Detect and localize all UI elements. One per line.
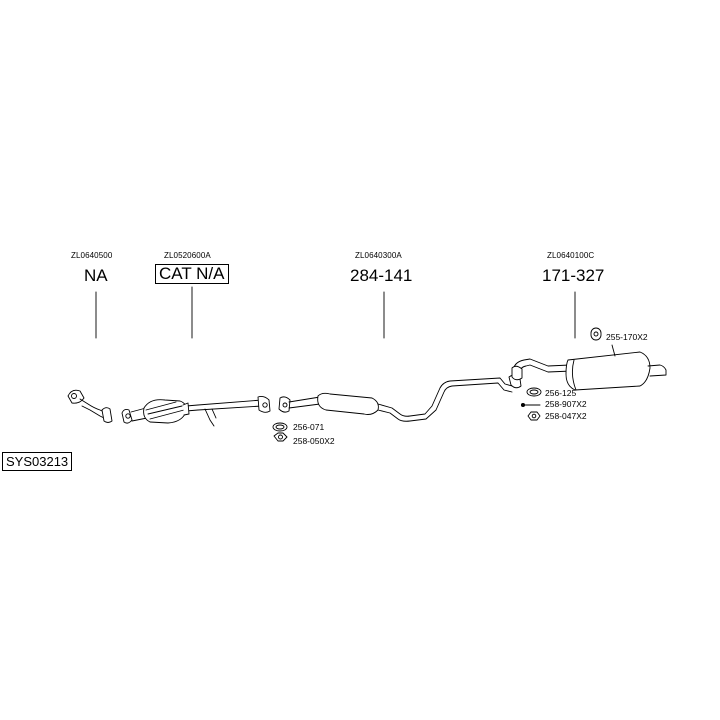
rear-nut-icon: [527, 411, 541, 421]
part-code-center-silencer[interactable]: 284-141: [350, 266, 413, 285]
part-code-catalyst[interactable]: CAT N/A: [155, 264, 229, 284]
part-code-rear-silencer[interactable]: 171-327: [542, 266, 605, 285]
oem-number-center-silencer: ZL0640300A: [355, 251, 402, 260]
fitting-label-rubber-mount[interactable]: 255-170X2: [606, 332, 648, 342]
oem-number-catalyst: ZL0520600A: [164, 251, 211, 260]
catalyst-drawing[interactable]: [121, 395, 271, 427]
fitting-label-rear-gasket[interactable]: 256-125: [545, 388, 577, 398]
center-silencer-drawing[interactable]: [278, 374, 522, 422]
oem-number-rear-silencer: ZL0640100C: [547, 251, 595, 260]
front-pipe-drawing[interactable]: [67, 389, 113, 423]
fitting-label-nut[interactable]: 258-050X2: [293, 436, 335, 446]
fitting-label-rear-nut[interactable]: 258-047X2: [545, 411, 587, 421]
system-code-label: SYS03213: [2, 452, 73, 471]
rear-gasket-icon: [526, 387, 542, 397]
rubber-mount-icon: [590, 327, 602, 341]
part-code-front-pipe[interactable]: NA: [84, 266, 108, 285]
nut-icon: [273, 432, 288, 442]
fitting-label-bolt[interactable]: 258-907X2: [545, 399, 587, 409]
gasket-icon: [272, 422, 288, 432]
fitting-label-gasket[interactable]: 256-071: [293, 422, 325, 432]
oem-number-front-pipe: ZL0640500: [71, 251, 113, 260]
rear-silencer-drawing[interactable]: [511, 344, 667, 391]
